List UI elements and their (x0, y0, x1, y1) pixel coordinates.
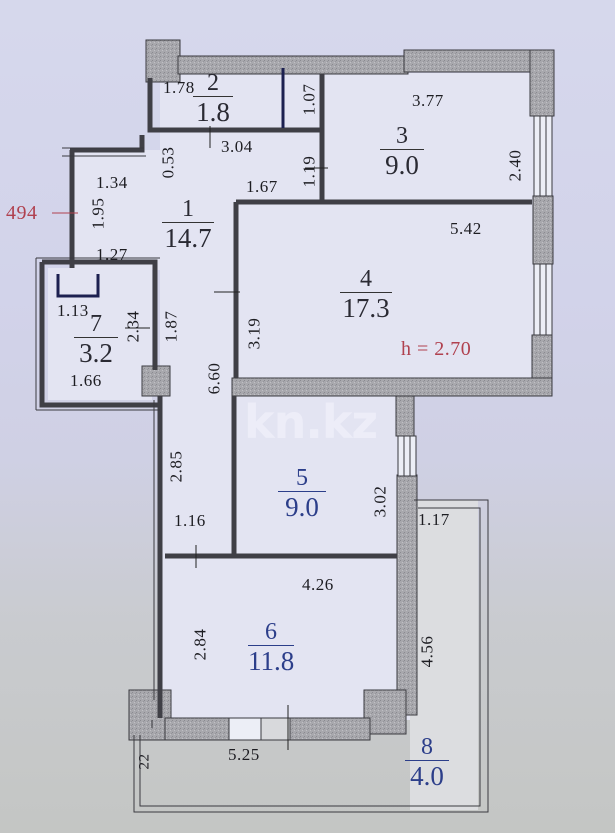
dim-label: 1.66 (70, 371, 102, 390)
dim-label: 1.78 (163, 78, 195, 97)
dim-label: 2.40 (505, 149, 525, 182)
room-8-label: 8 4.0 (405, 735, 449, 790)
dim-label: 1.16 (174, 511, 206, 530)
dim-label: 1.34 (96, 173, 128, 192)
room-divider (193, 96, 233, 97)
room-4-label: 4 17.3 (340, 267, 392, 322)
windows (228, 115, 553, 741)
dim-label: 1.95 (88, 197, 108, 230)
dim-label: 1.27 (96, 245, 128, 264)
dim-label: 1.13 (57, 301, 89, 320)
dim-label: 3.04 (221, 137, 253, 156)
room-divider (162, 222, 214, 223)
room-5-label: 5 9.0 (278, 466, 326, 521)
ceiling-height-label: h = 2.70 (401, 338, 472, 360)
dim-label: 0.53 (158, 146, 178, 179)
room-number: 3 (396, 123, 408, 149)
room-number: 1 (182, 196, 194, 222)
room-7-label: 7 3.2 (74, 312, 118, 367)
dim-label: 2.34 (123, 310, 143, 343)
room-area: 14.7 (164, 223, 212, 253)
room-1-label: 1 14.7 (162, 197, 214, 252)
fixtures (56, 68, 285, 298)
room-3-label: 3 9.0 (380, 124, 424, 179)
side-marker: 494 (6, 202, 38, 224)
room-area: 9.0 (285, 492, 319, 522)
room-number: 2 (207, 70, 219, 96)
dim-label: 2.85 (166, 450, 186, 483)
dim-label: 22 (136, 753, 153, 770)
room-area: 11.8 (248, 646, 295, 676)
dim-label: 4.26 (302, 575, 334, 594)
room-divider (405, 760, 449, 761)
room-floors (48, 73, 540, 810)
dim-label: 3.19 (244, 317, 264, 350)
dim-label: 1.67 (246, 177, 278, 196)
room-area: 4.0 (410, 761, 444, 791)
dim-label: 1.87 (161, 310, 181, 343)
dim-label: 5.42 (450, 219, 482, 238)
room-area: 3.2 (79, 338, 113, 368)
dim-label: 3.02 (370, 485, 390, 518)
inner-walls (39, 74, 532, 718)
watermark: kn.kz (244, 395, 378, 449)
room-area: 1.8 (196, 97, 230, 127)
room-2-label: 2 1.8 (193, 71, 233, 126)
room-divider (340, 292, 392, 293)
room-number: 5 (296, 465, 308, 491)
dim-label: 6.60 (204, 362, 224, 395)
dim-label: 1.17 (418, 510, 450, 529)
partitions (35, 147, 489, 813)
room-divider (278, 491, 326, 492)
room-6-label: 6 11.8 (248, 620, 294, 675)
dim-label: 2.84 (190, 628, 210, 661)
room-number: 6 (265, 619, 277, 645)
room-divider (248, 645, 294, 646)
dim-label: 1.07 (299, 83, 319, 116)
dim-label: 5.25 (228, 745, 260, 764)
dim-label: 3.77 (412, 91, 444, 110)
room-number: 4 (360, 266, 372, 292)
room-number: 7 (90, 311, 102, 337)
dim-label: 1.19 (299, 155, 319, 188)
room-area: 17.3 (342, 293, 390, 323)
outer-walls (128, 39, 555, 741)
room-divider (74, 337, 118, 338)
room-number: 8 (421, 734, 433, 760)
dim-label: 4.56 (417, 635, 437, 668)
dimension-ticks (52, 126, 328, 750)
room-area: 9.0 (385, 150, 419, 180)
room-divider (380, 149, 424, 150)
